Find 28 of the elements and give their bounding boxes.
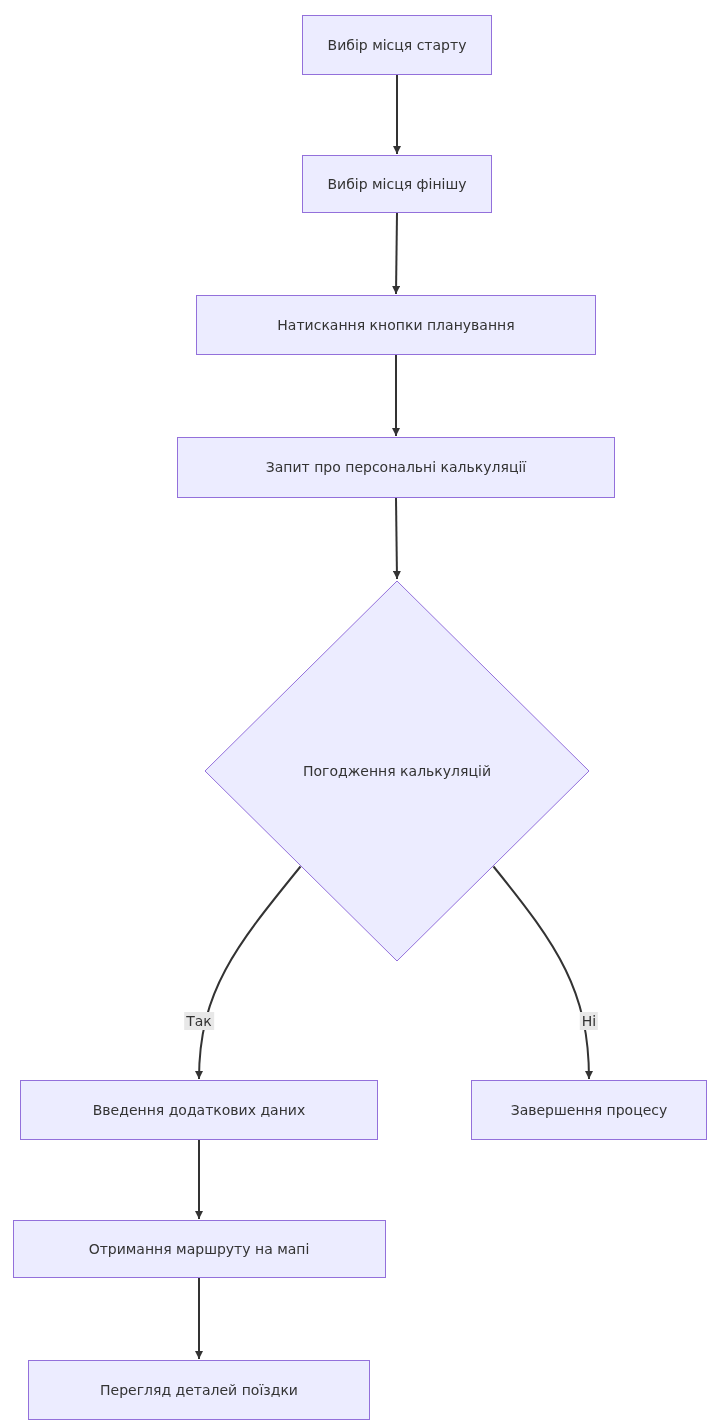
arrow <box>392 354 400 437</box>
arrow <box>393 74 401 155</box>
arrow <box>195 1139 203 1220</box>
decision-diamond <box>204 580 590 962</box>
process-box <box>20 1080 378 1140</box>
node-label: Завершення процесу <box>510 1100 668 1120</box>
node-label: Натискання кнопки планування <box>277 315 515 335</box>
arrow <box>195 1277 203 1360</box>
process-box <box>471 1080 707 1140</box>
arrow <box>392 497 401 580</box>
node-label: Вибір місця старту <box>327 35 467 55</box>
edge-label: Ні <box>579 1012 599 1030</box>
process-box <box>302 155 492 213</box>
process-box <box>302 15 492 75</box>
edge-label: Так <box>184 1012 214 1030</box>
process-box <box>177 437 615 498</box>
process-box <box>12 1220 386 1278</box>
node-label: Запит про персональні калькуляції <box>265 458 527 477</box>
arrow <box>392 212 401 295</box>
node-label: Вибір місця фінішу <box>327 174 467 194</box>
node-label: Введення додаткових даних <box>92 1100 306 1120</box>
process-box <box>196 295 596 355</box>
process-box <box>28 1360 370 1420</box>
node-label: Отримання маршруту на мапі <box>88 1239 310 1259</box>
node-label: Перегляд деталей поїздки <box>100 1380 298 1400</box>
arrow <box>492 865 593 1080</box>
arrow <box>195 865 302 1080</box>
node-label: Погодження калькуляцій <box>303 761 491 781</box>
